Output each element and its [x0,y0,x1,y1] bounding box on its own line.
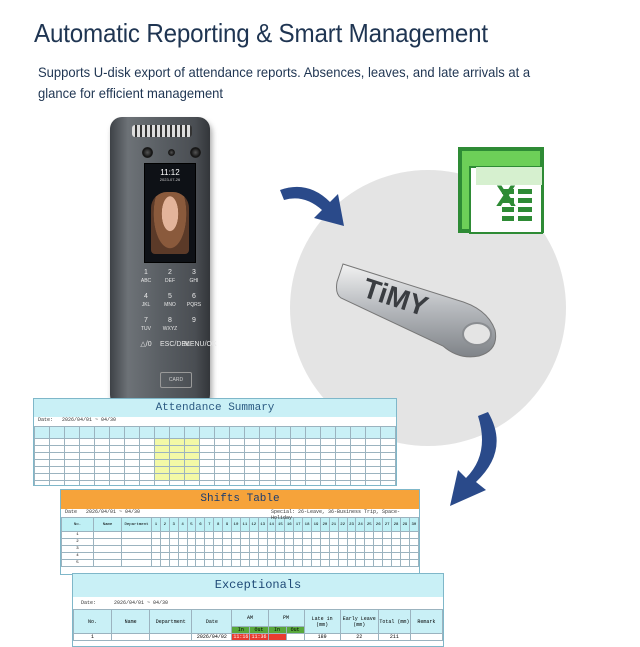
table-row [34,426,396,439]
keypad-key[interactable]: MENU/OK [184,341,217,348]
table-row: 1 2026/04/02 11:16 11:36 189 22 211 [73,633,443,641]
shifts-day-cell: 10 [231,517,241,532]
col-am: AM [231,609,269,627]
shifts-day-cell: 7 [204,517,215,532]
table-row [34,459,396,467]
shifts-day-cell: 3 [168,517,179,532]
attendance-date: Date: 2026/04/01 ~ 04/30 [34,417,396,426]
shifts-day-cell: 13 [257,517,268,532]
col-early: Early Leave (mm) [339,609,379,634]
page-headline: Automatic Reporting & Smart Management [34,18,488,48]
table-row [34,480,396,485]
table-row [34,473,396,481]
shifts-header-cell: No. [61,517,94,532]
speaker-grille [132,125,192,137]
shifts-day-cell: 9 [222,517,233,532]
keypad-key[interactable]: ESC/DEL [160,341,190,348]
excel-icon: X [458,147,544,234]
table-row: 2 [61,538,419,546]
screen-time: 11:12 [160,168,180,177]
table-row: 3 [61,545,419,553]
table-row [34,452,396,460]
attendance-summary-table [34,426,396,485]
attendance-summary-title: Attendance Summary [34,399,396,417]
arrow-to-usb-icon [280,186,344,226]
col-no: No. [73,609,113,634]
shifts-header-cell: Department [121,517,152,532]
table-row: 5 [61,559,419,567]
camera-right-icon [190,147,201,158]
svg-text:X: X [496,180,516,213]
table-row: 4 [61,552,419,560]
exceptionals-title: Exceptionals [73,574,443,597]
col-remark: Remark [409,609,443,634]
shifts-day-cell: 8 [213,517,224,532]
col-department: Department [149,609,193,634]
keypad-key[interactable]: 9 [192,317,196,324]
col-name: Name [111,609,151,634]
shifts-day-cell: 4 [177,517,188,532]
usb-drive: TiMY [336,263,497,358]
camera-left-icon [142,147,153,158]
col-pm-in: In [267,626,287,634]
shifts-day-cell: 1 [151,517,161,532]
exceptionals-table: No. Name Department Date AM PM Late in (… [73,609,443,641]
card-reader-label: CARD [160,372,192,388]
arrow-to-report-icon [450,412,497,506]
col-pm-out: Out [285,626,305,634]
shifts-day-cell: 11 [239,517,250,532]
exceptionals-sheet: Exceptionals Date: 2026/04/01 ~ 04/30 No… [72,573,444,647]
device-screen: 11:12 2023-07-26 [144,163,196,263]
col-am-out: Out [249,626,269,634]
col-pm: PM [267,609,305,627]
table-row [34,445,396,453]
shifts-table-title: Shifts Table [61,490,419,509]
sensor-icon [168,149,175,156]
screen-date: 2023-07-26 [159,177,181,182]
col-total: Total (mm) [377,609,411,634]
table-row [34,466,396,474]
col-date: Date [191,609,233,634]
col-late: Late in (mm) [303,609,341,634]
exceptionals-date: Date: 2026/04/01 ~ 04/30 [73,597,443,609]
page-subline: Supports U-disk export of attendance rep… [38,64,531,101]
shifts-day-cell: 12 [248,517,259,532]
shifts-day-cell: 6 [195,517,206,532]
col-am-in: In [231,626,251,634]
table-row [34,438,396,446]
user-face-image [151,192,189,254]
attendance-summary-sheet: Attendance Summary Date: 2026/04/01 ~ 04… [33,398,397,486]
shifts-header-cell: Name [93,517,122,532]
table-row: 1 [61,531,419,539]
shifts-day-cell: 2 [159,517,170,532]
keypad-key[interactable]: △/0 [140,341,152,348]
shifts-day-cell: 5 [186,517,197,532]
